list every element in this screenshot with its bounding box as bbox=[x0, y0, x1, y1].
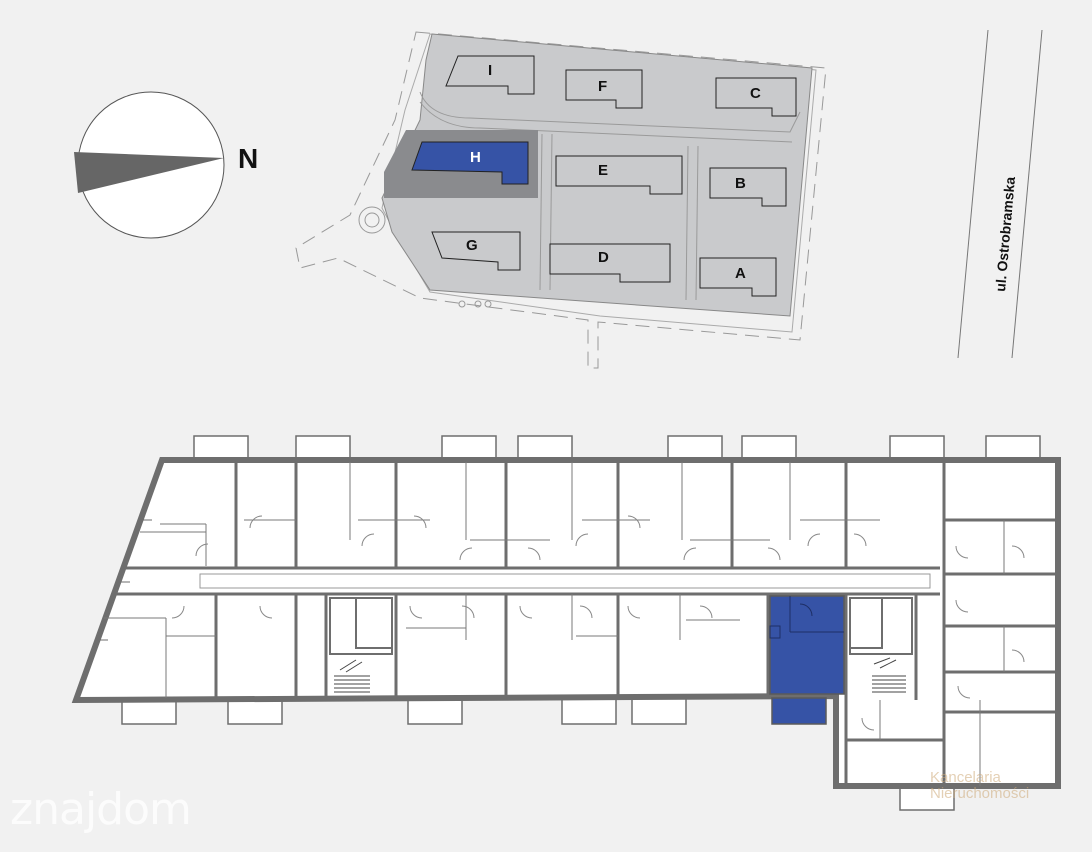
building-I-label: I bbox=[488, 62, 492, 79]
highlighted-apartment[interactable] bbox=[769, 595, 845, 695]
building-C[interactable] bbox=[715, 77, 797, 117]
building-G-label: G bbox=[466, 237, 478, 254]
watermark-agency: Kancelaria Nieruchomości bbox=[930, 770, 1029, 802]
building-I[interactable] bbox=[445, 55, 535, 95]
building-outline bbox=[71, 457, 1061, 789]
building-F-label: F bbox=[598, 78, 607, 95]
building-D-label: D bbox=[598, 249, 609, 266]
north-label: N bbox=[238, 143, 258, 174]
compass-needle-icon bbox=[74, 152, 224, 193]
building-E-label: E bbox=[598, 162, 608, 179]
watermark-agency-line1: Kancelaria bbox=[930, 769, 1001, 786]
building-H[interactable] bbox=[411, 141, 529, 185]
building-B-label: B bbox=[735, 175, 746, 192]
street: ul. Ostrobramska bbox=[957, 29, 1043, 359]
building-E[interactable] bbox=[555, 155, 683, 195]
compass: N bbox=[74, 91, 258, 239]
highlighted-apartment-balcony bbox=[771, 697, 827, 725]
building-A[interactable] bbox=[699, 257, 777, 297]
building-G[interactable] bbox=[431, 231, 521, 271]
watermark-agency-line2: Nieruchomości bbox=[930, 785, 1030, 802]
building-A-label: A bbox=[735, 265, 746, 282]
building-D[interactable] bbox=[549, 243, 671, 283]
building-F[interactable] bbox=[565, 69, 643, 109]
building-B[interactable] bbox=[709, 167, 787, 207]
building-H-label: H bbox=[470, 149, 481, 166]
watermark-logo: znajdom bbox=[10, 784, 192, 835]
site-plan: I F C H E B G D A bbox=[295, 31, 827, 369]
building-C-label: C bbox=[750, 85, 761, 102]
street-label: ul. Ostrobramska bbox=[992, 176, 1018, 292]
floor-plan bbox=[71, 435, 1061, 811]
